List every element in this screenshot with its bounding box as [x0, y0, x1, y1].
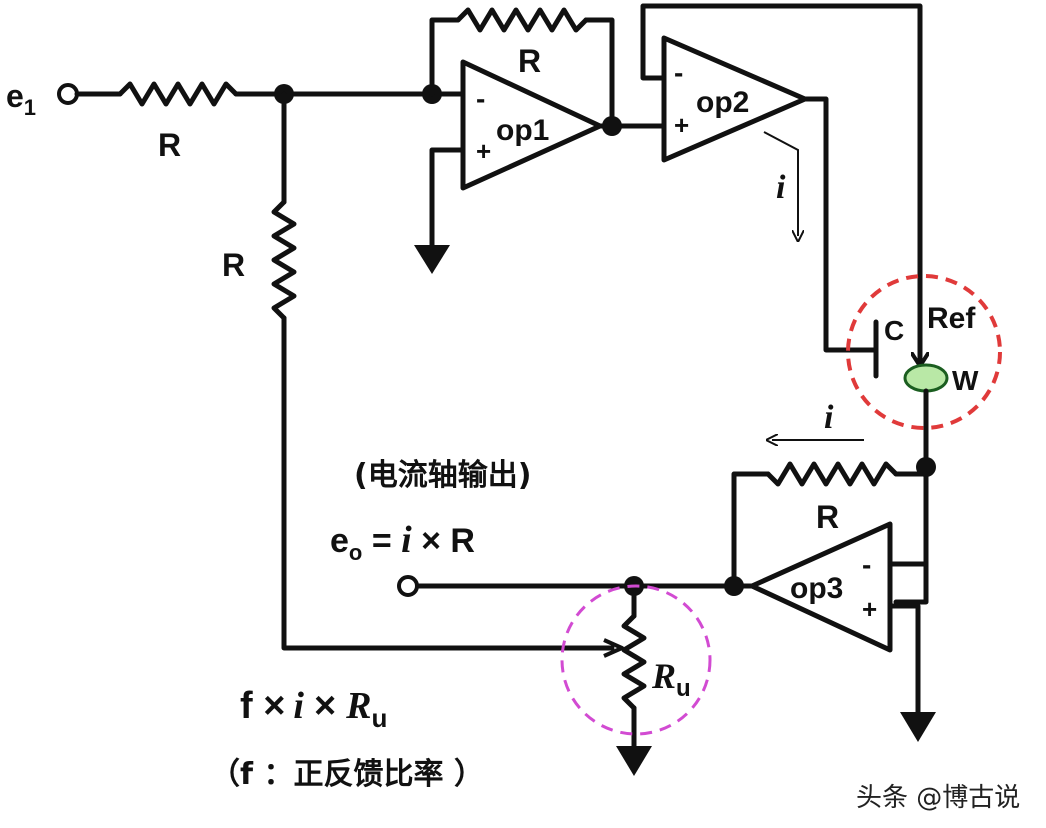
junction-op3-out	[724, 576, 744, 596]
output-title: (电流轴输出)	[354, 458, 531, 493]
output-formula: eo = i × R	[330, 519, 475, 565]
label-r-feedback3: R	[816, 499, 839, 535]
current-arrow-top	[763, 131, 798, 236]
label-r-input: R	[158, 127, 181, 163]
op-amp-op1	[460, 59, 603, 191]
op2-minus: -	[674, 57, 683, 88]
label-r-vertical: R	[222, 247, 245, 283]
resistor-feedback-op1	[455, 7, 589, 33]
label-op2: op2	[696, 86, 749, 119]
label-r-feedback1: R	[518, 43, 541, 79]
label-i-middle: i	[824, 399, 834, 436]
wire-op3-feedback-left	[731, 471, 771, 589]
label-ru: Ru	[651, 656, 691, 702]
label-op3: op3	[790, 572, 843, 605]
ground-op3	[900, 712, 936, 742]
ground-op1	[414, 245, 450, 274]
highlight-potentiometer	[560, 584, 712, 736]
op1-minus: -	[476, 83, 485, 114]
resistor-feedback-op3	[765, 461, 899, 487]
wire-op2-minus-ref	[640, 3, 920, 364]
wiper-arrow	[603, 638, 624, 658]
op-amp-op3	[749, 521, 893, 653]
feedback-ratio-note: （f ：正反馈比率 ）	[210, 757, 484, 792]
label-i-top: i	[776, 169, 786, 206]
working-electrode-w	[903, 363, 949, 393]
wire-op2-out-to-counter	[802, 96, 859, 353]
label-op1: op1	[496, 114, 549, 147]
watermark: 头条 @博古说	[856, 783, 1020, 813]
resistor-input	[117, 81, 239, 107]
op3-minus: -	[862, 549, 871, 580]
op-amp-op2	[661, 35, 808, 163]
label-w: W	[952, 365, 979, 396]
wire-op3-plus-ground	[887, 603, 921, 715]
resistor-ru	[621, 613, 647, 711]
label-e1: e1	[6, 78, 36, 120]
resistor-vertical	[271, 199, 297, 321]
highlight-electrodes	[846, 274, 1002, 430]
ground-ru	[616, 746, 652, 776]
wire-op1-plus-ground	[429, 147, 466, 248]
feedback-formula: f ×i×Ru	[240, 685, 387, 733]
op1-plus: +	[476, 136, 491, 166]
op3-plus: +	[862, 594, 877, 624]
wire-op1-feedback-right	[583, 17, 615, 129]
label-c: C	[884, 315, 904, 346]
junction-op1-out	[602, 116, 622, 136]
input-terminal-e1	[57, 83, 79, 105]
wire-op1-feedback	[429, 17, 461, 97]
wire-feedback-to-wiper	[281, 315, 615, 651]
output-terminal-eo	[397, 575, 419, 597]
label-ref: Ref	[927, 302, 976, 335]
op2-plus: +	[674, 110, 689, 140]
